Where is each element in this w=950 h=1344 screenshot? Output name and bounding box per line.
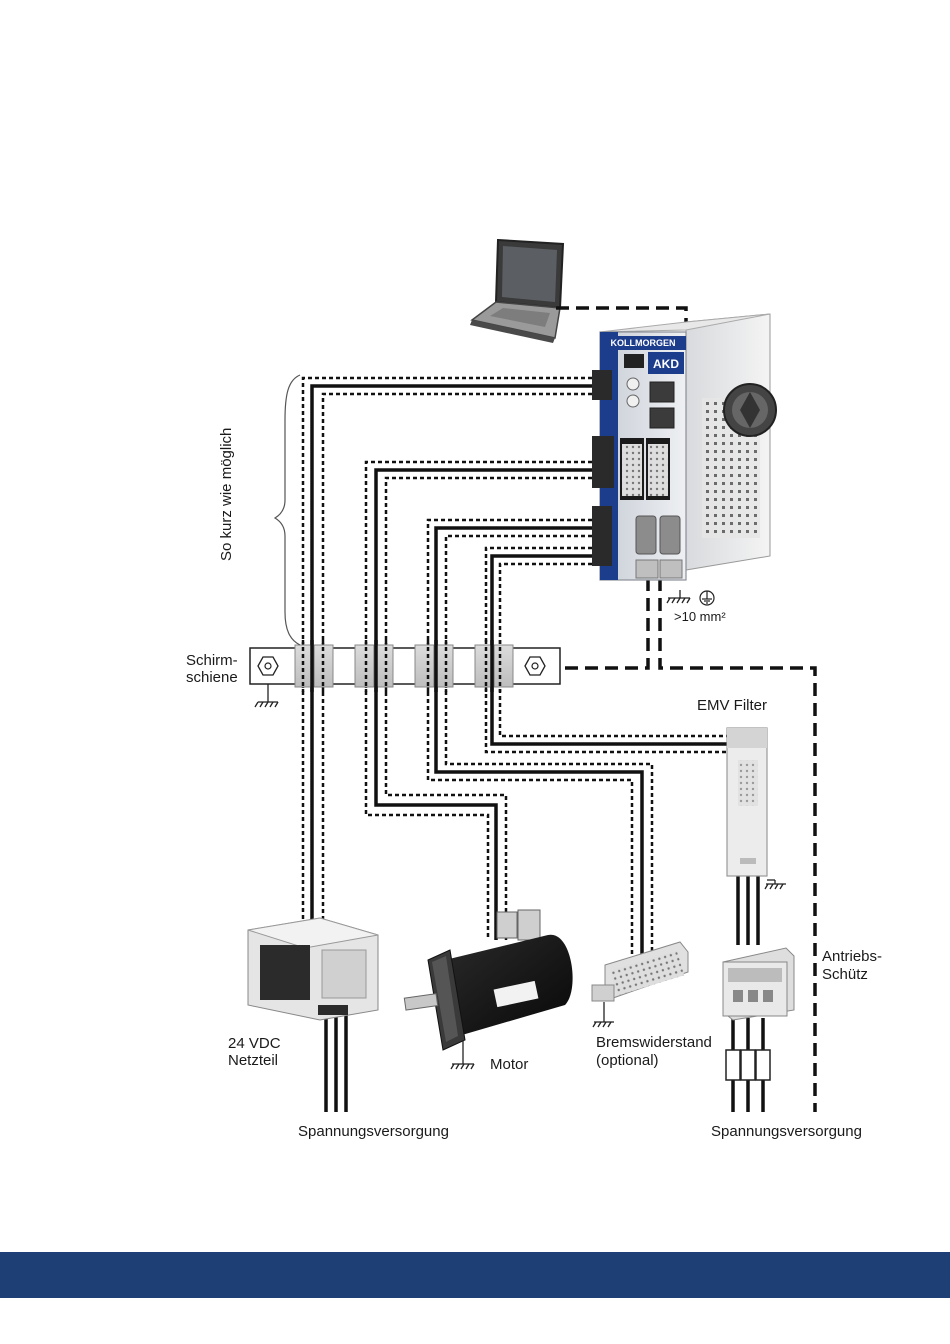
footer-bar (0, 1252, 950, 1298)
shield-rail-label-1: Schirm- (186, 652, 238, 670)
drive-contactor-label-2: Schütz (822, 966, 868, 984)
length-brace (275, 375, 300, 645)
servo-motor (404, 910, 572, 1050)
emv-filter-label: EMV Filter (697, 697, 767, 715)
emv-filter (727, 728, 767, 876)
psu-label-2: Netzteil (228, 1052, 278, 1070)
motor-label: Motor (490, 1056, 528, 1074)
contactor (723, 948, 794, 1020)
supply-right-label: Spannungsversorgung (711, 1123, 862, 1141)
ground-icon (667, 590, 690, 603)
ground-icon (593, 1002, 614, 1027)
protective-earth-icon (700, 591, 714, 605)
power-supply-24v (248, 918, 378, 1020)
psu-label-1: 24 VDC (228, 1035, 281, 1053)
supply-left-label: Spannungsversorgung (298, 1123, 449, 1141)
shield-rail-label-2: schiene (186, 669, 238, 687)
ground-icon (255, 684, 278, 707)
shield-rail (250, 645, 560, 707)
brake-resistor (592, 942, 688, 1001)
bolt-icon (258, 657, 278, 675)
brake-resistor-label-2: (optional) (596, 1052, 659, 1070)
akd-drive: KOLLMORGEN AKD (592, 314, 776, 580)
laptop-icon (470, 240, 563, 343)
drive-brand: KOLLMORGEN (611, 338, 676, 348)
drive-contactor-label-1: Antriebs- (822, 948, 882, 966)
fuses (726, 1050, 770, 1080)
short-as-possible-label: So kurz wie möglich (218, 361, 235, 561)
ground-icon (765, 880, 786, 889)
ground-spec-label: >10 mm² (674, 608, 726, 626)
bolt-icon (525, 657, 545, 675)
drive-model: AKD (653, 357, 679, 371)
brake-resistor-label-1: Bremswiderstand (596, 1034, 712, 1052)
